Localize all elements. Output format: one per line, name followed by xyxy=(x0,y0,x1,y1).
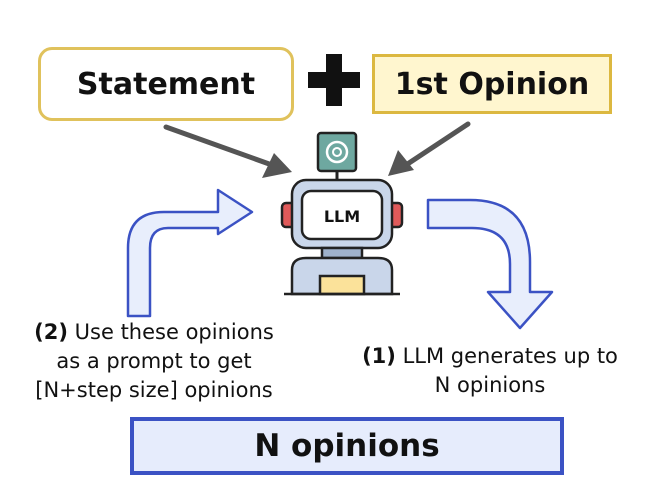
generate-caption-line1: (1) LLM generates up to xyxy=(335,342,645,371)
robot-icon xyxy=(280,131,404,296)
generate-caption-line2: N opinions xyxy=(434,373,546,397)
statement-to-llm-arrow xyxy=(163,124,292,178)
feedback-caption-line3: [N+step size] opinions xyxy=(35,378,273,402)
generate-curved-arrow xyxy=(426,198,554,330)
llm-label: LLM xyxy=(323,206,361,226)
feedback-curved-arrow xyxy=(126,188,254,318)
openai-logo-icon xyxy=(316,131,358,173)
statement-box: Statement xyxy=(38,47,294,121)
step-1-label: (1) xyxy=(362,344,396,368)
plus-icon xyxy=(308,54,360,106)
feedback-caption-line1: (2) Use these opinions xyxy=(6,318,302,347)
first-opinion-box: 1st Opinion xyxy=(372,54,612,114)
step-2-label: (2) xyxy=(34,320,68,344)
generate-caption-text1: LLM generates up to xyxy=(395,344,618,368)
feedback-caption: (2) Use these opinions as a prompt to ge… xyxy=(6,318,302,405)
n-opinions-box: N opinions xyxy=(130,417,564,475)
generate-caption: (1) LLM generates up to N opinions xyxy=(335,342,645,400)
feedback-caption-line2: as a prompt to get xyxy=(56,349,252,373)
opinion-to-llm-arrow xyxy=(388,121,471,176)
feedback-caption-text1: Use these opinions xyxy=(67,320,274,344)
